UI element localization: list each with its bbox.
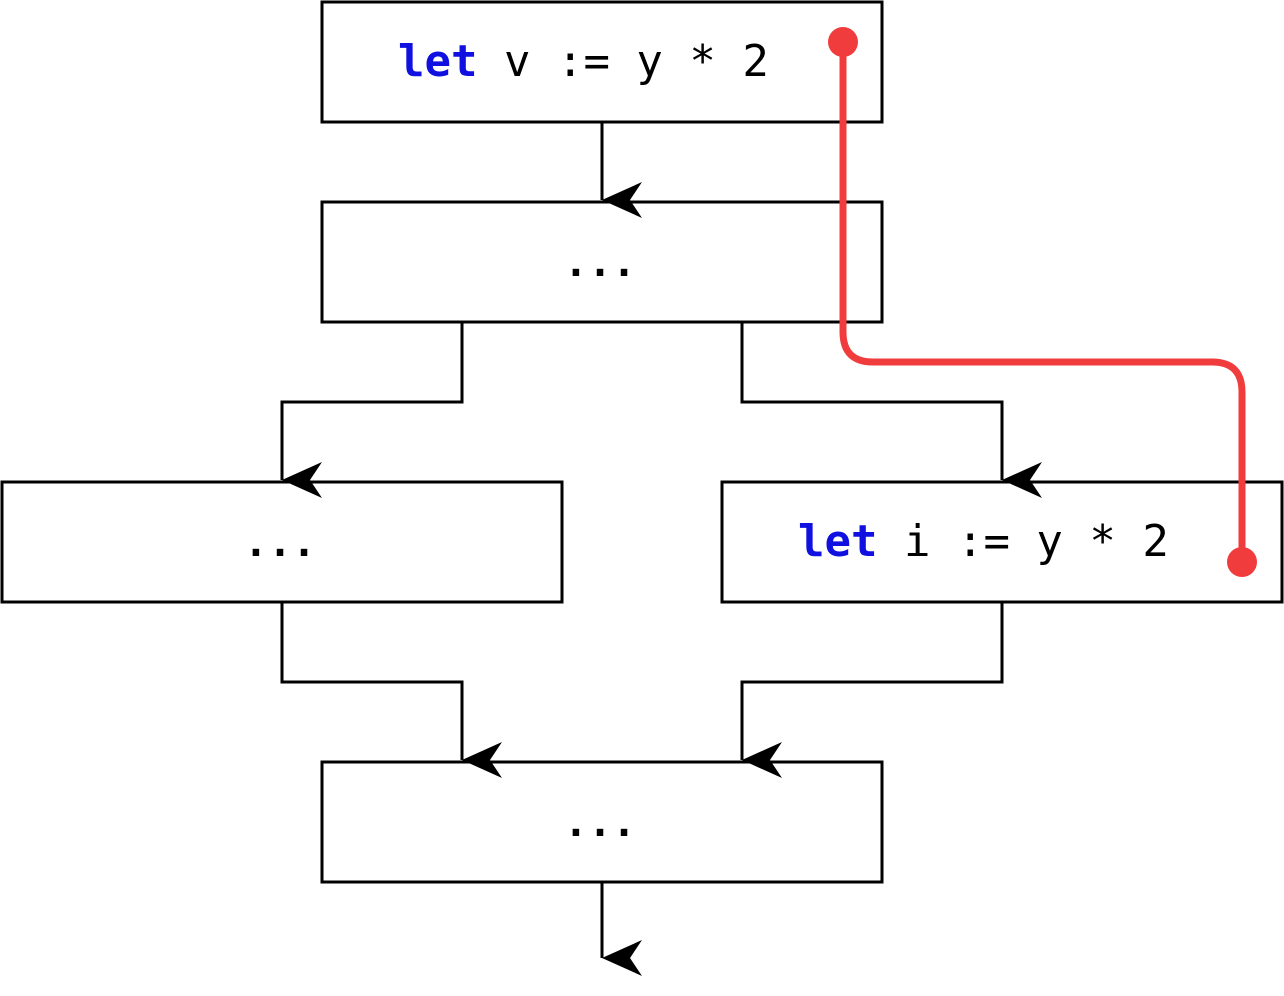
dependency-link bbox=[828, 27, 1257, 577]
block-right-box bbox=[720, 480, 1284, 604]
dependency-link-start-dot bbox=[828, 27, 858, 57]
edge-middle-to-right bbox=[740, 322, 1042, 498]
block-top-code: let v := y * 2 bbox=[398, 36, 769, 87]
dependency-link-path bbox=[839, 38, 1246, 566]
statement-text: v := y * 2 bbox=[477, 36, 768, 87]
block-bottom-ellipsis: ... bbox=[564, 800, 636, 846]
keyword-let: let bbox=[398, 36, 477, 87]
keyword-let: let bbox=[798, 516, 877, 567]
dependency-link-end-dot bbox=[1227, 547, 1257, 577]
statement-text: i := y * 2 bbox=[877, 516, 1168, 567]
edge-middle-to-left bbox=[280, 322, 464, 498]
edge-left-to-bottom bbox=[280, 602, 502, 778]
block-bottom: ... bbox=[320, 760, 884, 884]
block-middle-box bbox=[320, 200, 884, 324]
block-middle-ellipsis: ... bbox=[564, 240, 636, 286]
edge-right-to-bottom bbox=[740, 602, 1004, 778]
block-top-box bbox=[320, 0, 884, 124]
block-top: let v := y * 2 bbox=[320, 0, 884, 124]
block-middle: ... bbox=[320, 200, 884, 324]
block-right-code: let i := y * 2 bbox=[798, 516, 1169, 567]
block-left: ... bbox=[0, 480, 564, 604]
block-right: let i := y * 2 bbox=[720, 480, 1284, 604]
block-left-ellipsis: ... bbox=[244, 520, 316, 566]
